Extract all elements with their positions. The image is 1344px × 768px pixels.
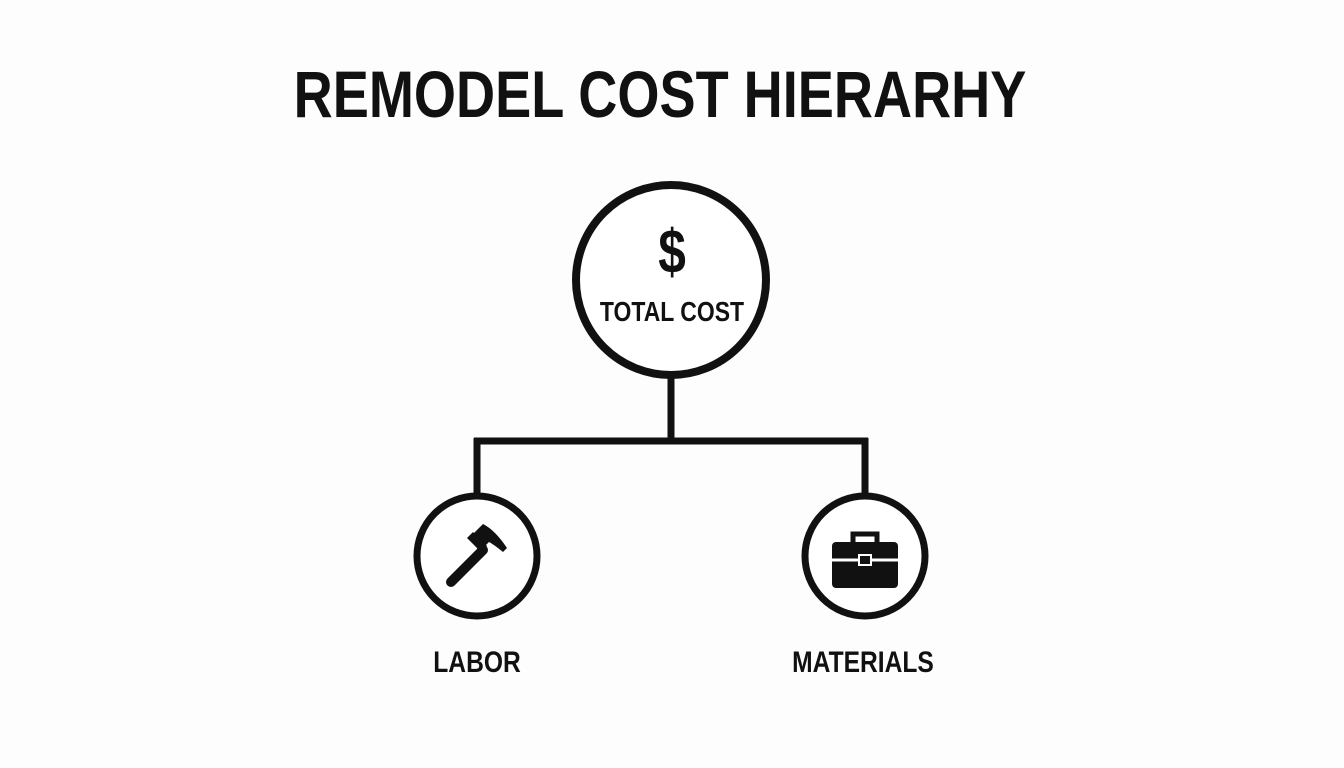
- total-cost-label: TOTAL COST: [599, 296, 745, 327]
- total-cost-node: [572, 181, 770, 379]
- dollar-icon: $: [658, 218, 686, 287]
- materials-label: MATERIALS: [792, 646, 934, 679]
- labor-label: LABOR: [433, 646, 521, 679]
- hammer-icon: [446, 524, 507, 587]
- connector-lines: [473, 378, 869, 494]
- toolbox-icon: [832, 531, 898, 588]
- diagram-title: REMODEL COST HIERARHY: [293, 57, 1027, 131]
